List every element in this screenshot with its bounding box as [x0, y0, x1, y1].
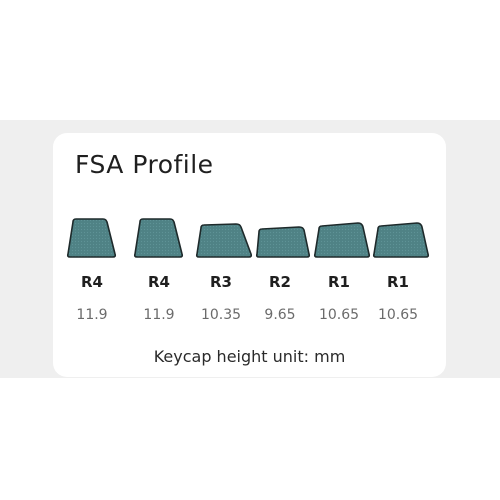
keycap-r1-shape — [313, 222, 371, 258]
keycap-r4-shape — [133, 218, 184, 258]
keycap-r1-shape — [372, 222, 430, 258]
keycap-row-label: R3 — [210, 273, 232, 291]
keycap-row-label: R4 — [148, 273, 170, 291]
keycap-row — [53, 210, 446, 270]
keycap-height-value: 10.65 — [318, 307, 360, 323]
keycap-diagram — [66, 218, 430, 258]
keycap-row-label: R1 — [328, 273, 350, 291]
keycap-height-value: 11.9 — [143, 307, 175, 323]
keycap-r4-shape — [66, 218, 117, 258]
keycap-height-value: 10.65 — [377, 307, 419, 323]
keycap-row-label: R2 — [269, 273, 291, 291]
keycap-row-label: R4 — [81, 273, 103, 291]
keycap-height-value: 10.35 — [200, 307, 242, 323]
keycap-r3-shape — [195, 223, 253, 258]
keycap-height-value: 9.65 — [264, 307, 296, 323]
keycap-height-value: 11.9 — [76, 307, 108, 323]
profile-title: FSA Profile — [75, 150, 214, 179]
keycap-r2-shape — [255, 226, 311, 258]
keycap-row-label: R1 — [387, 273, 409, 291]
unit-note: Keycap height unit: mm — [153, 347, 346, 366]
